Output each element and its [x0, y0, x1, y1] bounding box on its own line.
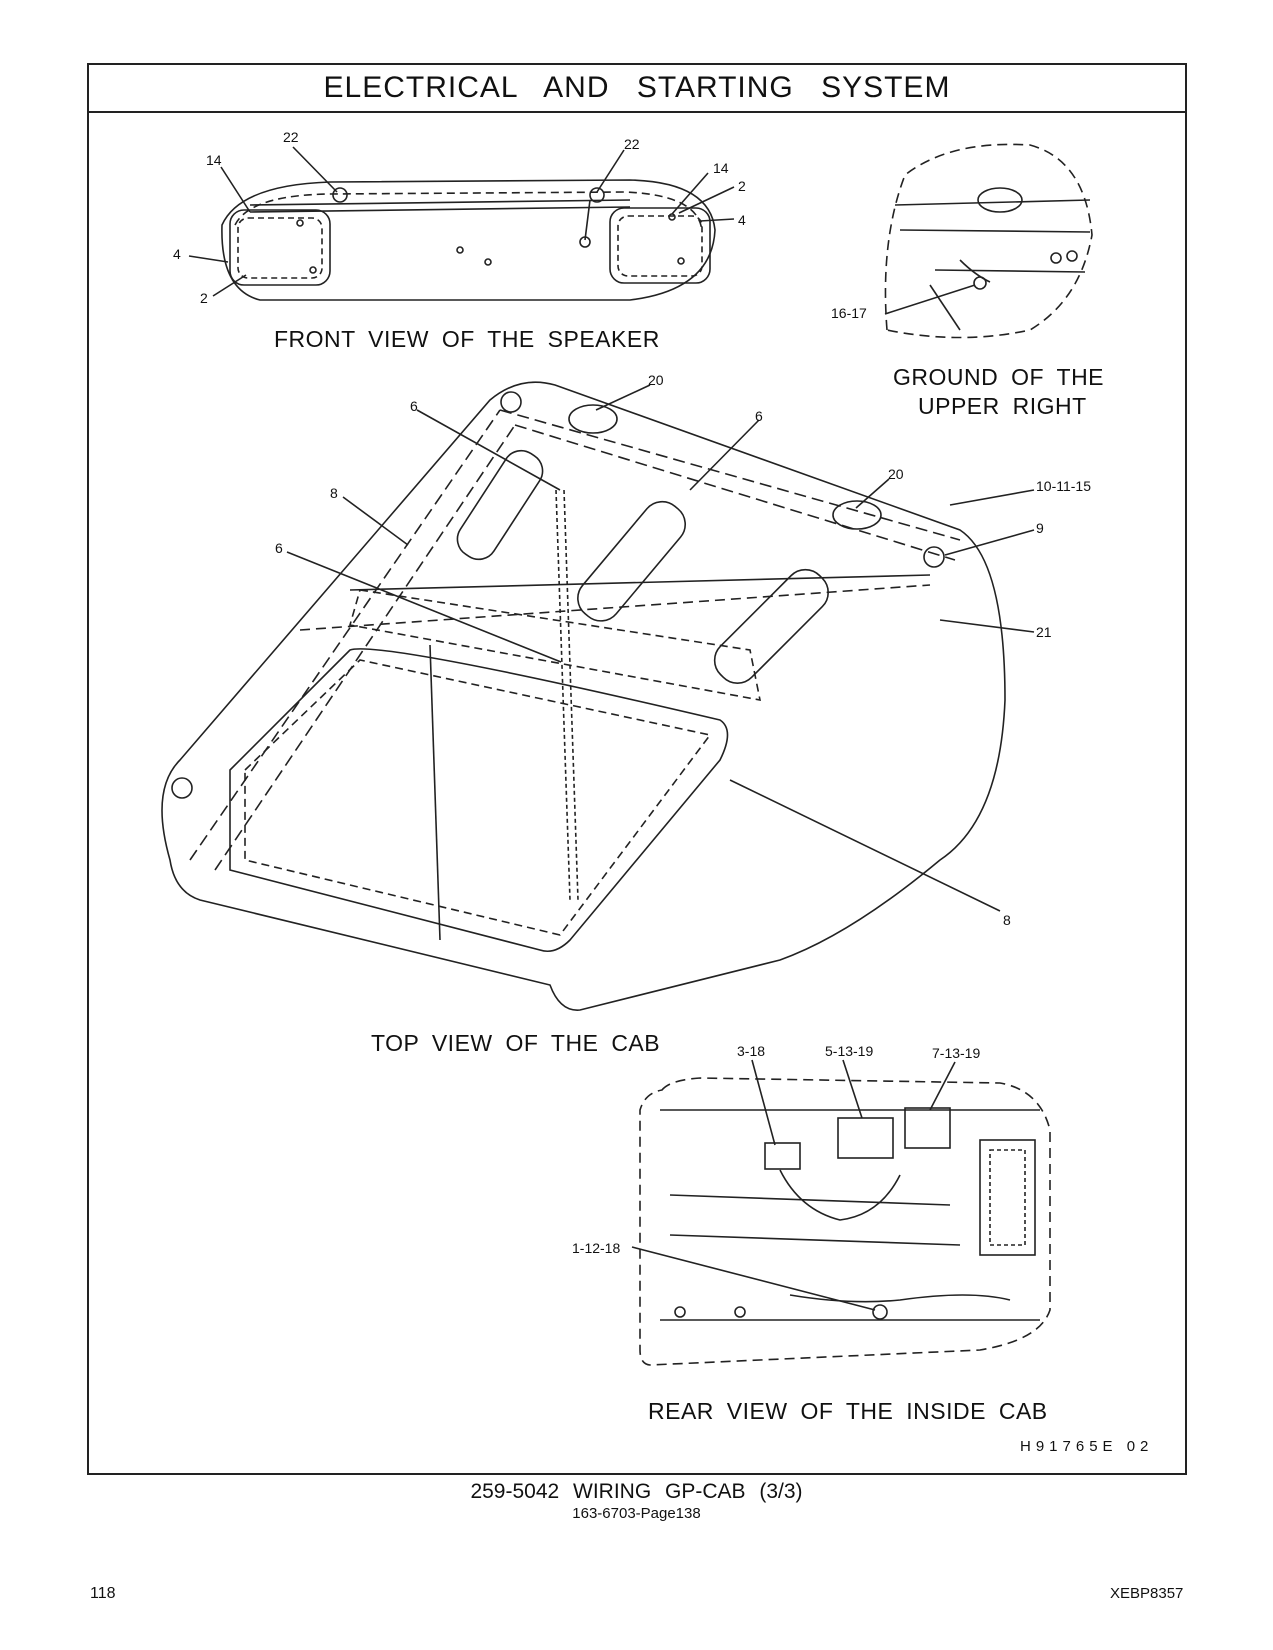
callout-label: 7-13-19: [932, 1045, 981, 1061]
callout-label: 6: [755, 408, 763, 424]
callout-label: 20: [648, 372, 664, 388]
page-number: 118: [90, 1585, 116, 1602]
top-view-caption: TOP VIEW OF THE CAB: [371, 1030, 661, 1056]
callout-label: 1-12-18: [572, 1240, 621, 1256]
speaker-front-view: [188, 146, 735, 301]
callout-label: 3-18: [737, 1043, 766, 1059]
callout-label: 9: [1036, 520, 1044, 536]
callout-label: 6: [410, 398, 418, 414]
callout-label: 20: [888, 466, 904, 482]
drawing-frame: ELECTRICAL AND STARTING SYSTEM: [87, 63, 1187, 1475]
ground-view-caption-line2: UPPER RIGHT: [918, 393, 1087, 419]
callout-label: 14: [206, 152, 222, 168]
callout-label: 4: [738, 212, 746, 228]
ground-upper-right-view: [884, 143, 1093, 339]
callout-label: 22: [283, 129, 299, 145]
cab-rear-view: [631, 1059, 1051, 1366]
callout-label: 16-17: [831, 305, 867, 321]
callout-label: 4: [173, 246, 181, 262]
callout-label: 21: [1036, 624, 1052, 640]
document-id: XEBP8357: [1110, 1585, 1184, 1602]
callout-label: 2: [200, 290, 208, 306]
rear-view-caption: REAR VIEW OF THE INSIDE CAB: [648, 1398, 1048, 1424]
title-bar: ELECTRICAL AND STARTING SYSTEM: [89, 65, 1185, 113]
callout-label: 5-13-19: [825, 1043, 874, 1059]
page-title: ELECTRICAL AND STARTING SYSTEM: [323, 71, 951, 104]
callout-label: 10-11-15: [1036, 478, 1092, 494]
callout-label: 2: [738, 178, 746, 194]
callout-label: 14: [713, 160, 729, 176]
callout-label: 22: [624, 136, 640, 152]
footer-reference: 163-6703-Page138: [572, 1505, 701, 1522]
speaker-view-caption: FRONT VIEW OF THE SPEAKER: [274, 326, 660, 352]
callout-label: 6: [275, 540, 283, 556]
footer-part-title: 259-5042 WIRING GP-CAB (3/3): [470, 1480, 803, 1503]
callout-label: 8: [330, 485, 338, 501]
callout-label: 8: [1003, 912, 1011, 928]
cab-top-view: [161, 381, 1035, 1011]
ground-view-caption-line1: GROUND OF THE: [893, 364, 1105, 390]
figure-code: H91765E 02: [1020, 1438, 1154, 1455]
